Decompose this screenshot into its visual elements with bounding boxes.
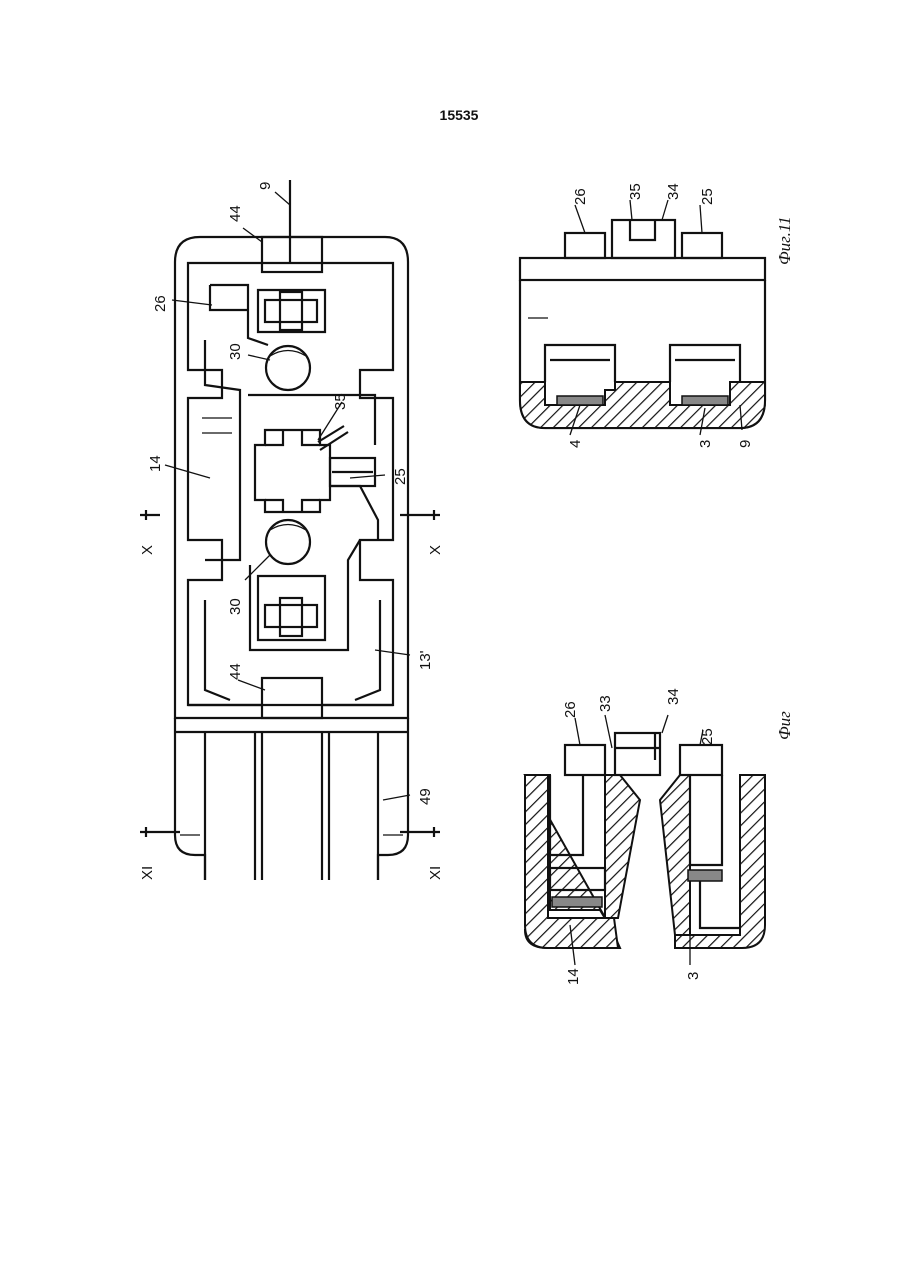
fig12-label-26: 26 [562, 701, 579, 718]
figure-11 [520, 200, 765, 435]
label-30-top: 30 [227, 343, 244, 360]
fig12-label-25: 25 [699, 728, 716, 745]
housing-lead [175, 718, 205, 880]
label-26: 26 [152, 295, 169, 312]
label-25: 25 [392, 468, 409, 485]
label-13: 13' [417, 650, 434, 670]
figure-12 [525, 715, 765, 965]
label-9: 9 [257, 182, 274, 190]
fig11-label-3: 3 [697, 440, 714, 448]
main-figure [140, 180, 440, 880]
label-14: 14 [147, 455, 164, 472]
roller-bottom [266, 520, 310, 564]
fig11-label-35: 35 [627, 183, 644, 200]
label-35: 35 [332, 393, 349, 410]
label-44-top: 44 [227, 205, 244, 222]
label-44-bottom: 44 [227, 663, 244, 680]
fig12-label-14: 14 [565, 968, 582, 985]
fig12-caption: Фиг [775, 711, 794, 740]
fig12-label-3: 3 [685, 972, 702, 980]
fig11-label-4: 4 [567, 440, 584, 448]
fig12-label-34: 34 [665, 688, 682, 705]
section-mark-x-right: X [427, 545, 444, 555]
fig11-label-34: 34 [665, 183, 682, 200]
fig11-label-26: 26 [572, 188, 589, 205]
fig11-label-9: 9 [737, 440, 754, 448]
label-30-bottom: 30 [227, 598, 244, 615]
section-mark-xi-right: XI [427, 866, 444, 880]
fig11-label-25: 25 [699, 188, 716, 205]
fig12-label-33: 33 [597, 695, 614, 712]
main-figure-labels: 9 44 26 30 35 14 25 30 44 13' 49 X X XI … [139, 182, 444, 880]
label-49: 49 [417, 788, 434, 805]
fig11-caption: Фиг.11 [775, 216, 794, 265]
section-mark-xi-left: XI [139, 866, 156, 880]
roller-top [266, 346, 310, 390]
fig12-center-wedge [605, 775, 640, 918]
section-mark-x-left: X [139, 545, 156, 555]
